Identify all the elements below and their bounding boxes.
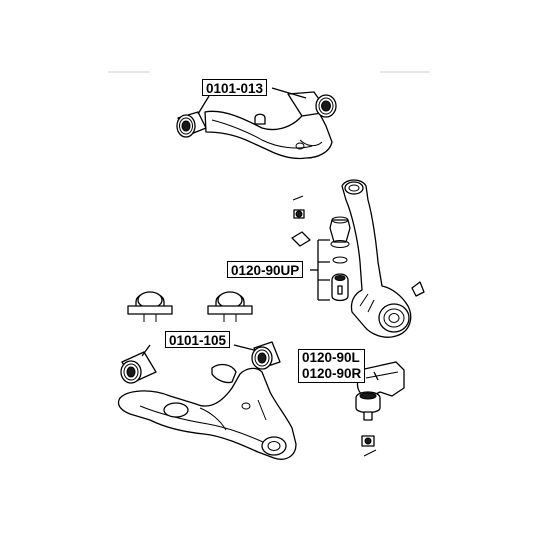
lower-ball-joint-label-box: 0120-90L 0120-90R — [298, 349, 366, 383]
lower-ball-joint — [355, 361, 405, 457]
upper-arm-bushing-label: 0101-013 — [202, 79, 268, 96]
lower-ball-joint-left-label: 0120-90L — [302, 350, 360, 365]
lower-ball-joint-right-label: 0120-90R — [302, 366, 362, 381]
lower-bushing-right — [251, 341, 281, 370]
upper-bushing-leader-left — [197, 95, 210, 115]
upper-bushing-left — [176, 111, 207, 138]
upper-bushing-right — [287, 91, 337, 118]
lower-arm-bushing-label: 0101-105 — [165, 331, 231, 348]
upper-bushing-leader-right — [271, 87, 307, 99]
upper-ball-joint-label: 0120-90UP — [227, 261, 304, 278]
lower-bushing-leader-left — [141, 344, 151, 357]
upper-control-arm — [204, 103, 333, 160]
steering-knuckle — [341, 179, 425, 338]
upper-ball-joint-parts — [291, 195, 351, 302]
lower-mount-left — [127, 291, 173, 322]
lower-bushing-left — [120, 351, 157, 384]
lower-ball-joint-leader — [373, 371, 379, 381]
lower-bushing-leader-right — [233, 344, 255, 351]
upper-ball-joint-bracket — [317, 239, 330, 301]
lower-control-arm — [117, 363, 297, 460]
lower-mount-right — [207, 291, 253, 322]
